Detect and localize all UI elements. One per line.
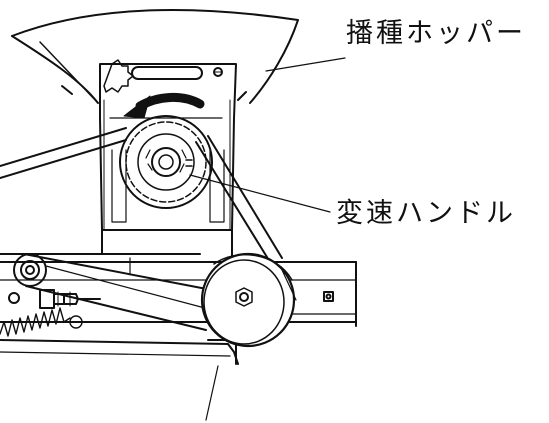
hopper-leader-line	[265, 57, 346, 72]
tension-spring	[0, 307, 83, 337]
hopper-label: 播種ホッパー	[346, 18, 526, 49]
hopper	[11, 9, 346, 104]
lower-plate	[0, 339, 239, 421]
speed-handle-label: 変速ハンドル	[336, 198, 516, 229]
rotation-arrow	[123, 92, 205, 119]
mounting-plate	[99, 59, 237, 231]
speed-handle	[119, 115, 331, 213]
adjust-bolt	[39, 289, 101, 309]
plate-leader-line	[205, 365, 219, 421]
v-belt	[195, 135, 283, 263]
left-pulley	[13, 253, 221, 331]
handle-leader-line	[189, 174, 331, 213]
frame	[0, 229, 357, 327]
large-pulley	[200, 252, 297, 348]
drive-rod	[0, 127, 127, 179]
